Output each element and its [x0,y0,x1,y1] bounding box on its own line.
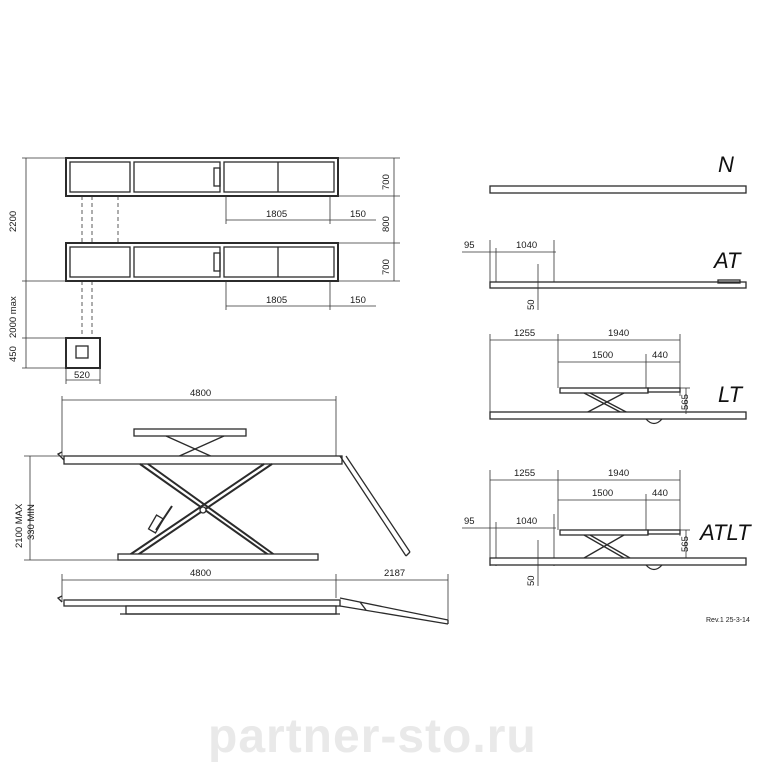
dim-atlt-ext2: 1040 [516,516,537,527]
dim-hose-length: 2000 max [8,296,19,338]
dim-platform-a-length: 1805 [266,209,287,220]
watermark: partner-sto.ru [208,710,537,763]
side-view-raised: 4800 2100 MAX 330 MIN [14,388,411,561]
dim-atlt-total: 1940 [608,468,629,479]
dim-at-extension: 1040 [516,240,537,251]
dim-ramp-length: 2187 [384,568,405,579]
dim-at-height: 50 [526,299,537,310]
dim-lt-height: 565 [680,394,691,410]
dim-side-length: 4800 [190,388,211,399]
dim-platform-a-height: 700 [381,174,392,190]
variant-atlt: ATLT 1255 1940 1500 440 95 1040 565 50 [462,468,752,586]
variant-lt: LT 1255 1940 1500 440 565 [489,328,747,425]
variant-at: AT 95 1040 50 [462,240,747,310]
dim-bottom-length: 4800 [190,568,211,579]
dim-atlt-extension: 440 [652,488,668,499]
plan-view: 2200 2000 max 450 520 700 800 700 1805 1… [8,157,400,384]
platform-b-outline [65,242,339,282]
dim-height-min: 330 MIN [26,504,37,540]
dim-height-max: 2100 MAX [14,503,25,548]
variant-at-label: AT [712,248,742,273]
dim-platform-b-height: 700 [381,259,392,275]
dim-atlt-left-ext: 95 [464,516,475,527]
revision-note: Rev.1 25-3-14 [706,617,750,624]
dim-platform-b-end: 150 [350,295,366,306]
dim-atlt-height: 565 [680,536,691,552]
variant-n-label: N [718,152,734,177]
variant-n: N [489,152,747,194]
dim-overall-width: 2200 [8,211,19,232]
dim-atlt-left: 1255 [514,468,535,479]
dim-console-height: 450 [8,346,19,362]
dim-lt-extension: 440 [652,350,668,361]
variant-atlt-label: ATLT [698,520,752,545]
dim-lt-left: 1255 [514,328,535,339]
variant-lt-label: LT [718,382,744,407]
dim-atlt-platform: 1500 [592,488,613,499]
control-console [65,337,101,369]
dim-gap-height: 800 [381,216,392,232]
dim-atlt-height2: 50 [526,575,537,586]
platform-a-outline [65,157,339,197]
dim-platform-a-end: 150 [350,209,366,220]
dim-at-left: 95 [464,240,475,251]
dim-lt-total: 1940 [608,328,629,339]
dim-platform-b-length: 1805 [266,295,287,306]
dim-console-width: 520 [74,370,90,381]
dim-lt-platform: 1500 [592,350,613,361]
side-view-lowered: 4800 2187 [56,568,449,625]
